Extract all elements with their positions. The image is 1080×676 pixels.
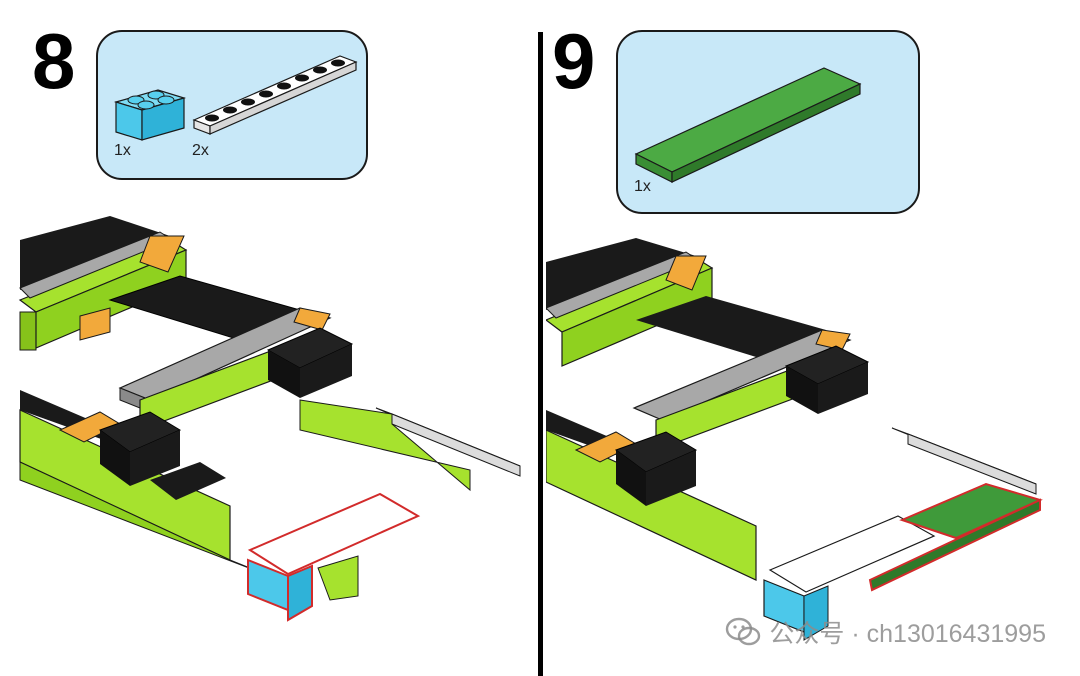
parts-callout: 1x 2x [96,30,368,180]
step-9-panel: 9 1x [546,0,1080,676]
watermark: 公众号 · ch13016431995 [725,614,1046,650]
step-divider [538,32,543,676]
step-8-model-illustration [18,216,521,622]
step-number: 8 [32,17,76,105]
part-quantity: 2x [192,142,209,159]
part-quantity: 1x [114,142,131,159]
part-quantity: 1x [634,178,651,195]
step-8-panel: 8 [0,0,536,676]
watermark-text: 公众号 · ch13016431995 [769,620,1046,648]
parts-callout: 1x [616,30,920,214]
lego-plate-2x8-green-icon [634,67,862,183]
lego-brick-2x2-blue-icon [113,89,187,141]
step-number: 9 [552,17,596,105]
step-9-model-illustration [546,238,1043,641]
wechat-icon [726,617,761,646]
lego-plate-1x8-white-icon [192,55,358,135]
